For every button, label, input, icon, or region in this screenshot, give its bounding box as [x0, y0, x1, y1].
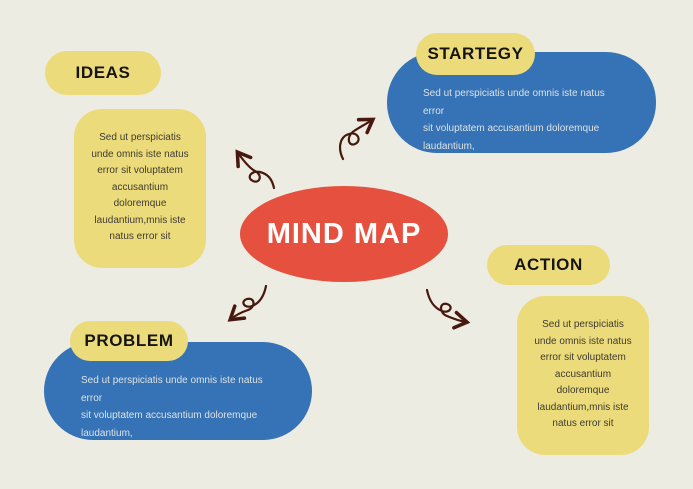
strategy-label-pill: STARTEGY: [416, 33, 535, 75]
problem-body-box: Sed ut perspiciatis unde omnis iste natu…: [44, 342, 312, 440]
ideas-label-pill: IDEAS: [45, 51, 161, 95]
curly-arrow-up-right-icon: [338, 117, 376, 161]
problem-label: PROBLEM: [84, 331, 174, 350]
ideas-body-box: Sed ut perspiciatis unde omnis iste natu…: [74, 109, 206, 268]
problem-label-pill: PROBLEM: [70, 321, 188, 361]
action-label: ACTION: [514, 255, 583, 274]
action-body-box: Sed ut perspiciatis unde omnis iste natu…: [517, 296, 649, 455]
ideas-label: IDEAS: [75, 63, 131, 82]
center-topic-ellipse: MIND MAP: [240, 186, 448, 282]
action-label-pill: ACTION: [487, 245, 610, 285]
curly-arrow-up-left-icon: [235, 149, 276, 190]
center-topic-title: MIND MAP: [266, 217, 422, 250]
curly-arrow-down-right-icon: [425, 288, 471, 330]
strategy-label: STARTEGY: [427, 44, 524, 63]
curly-arrow-down-left-icon: [227, 284, 268, 322]
